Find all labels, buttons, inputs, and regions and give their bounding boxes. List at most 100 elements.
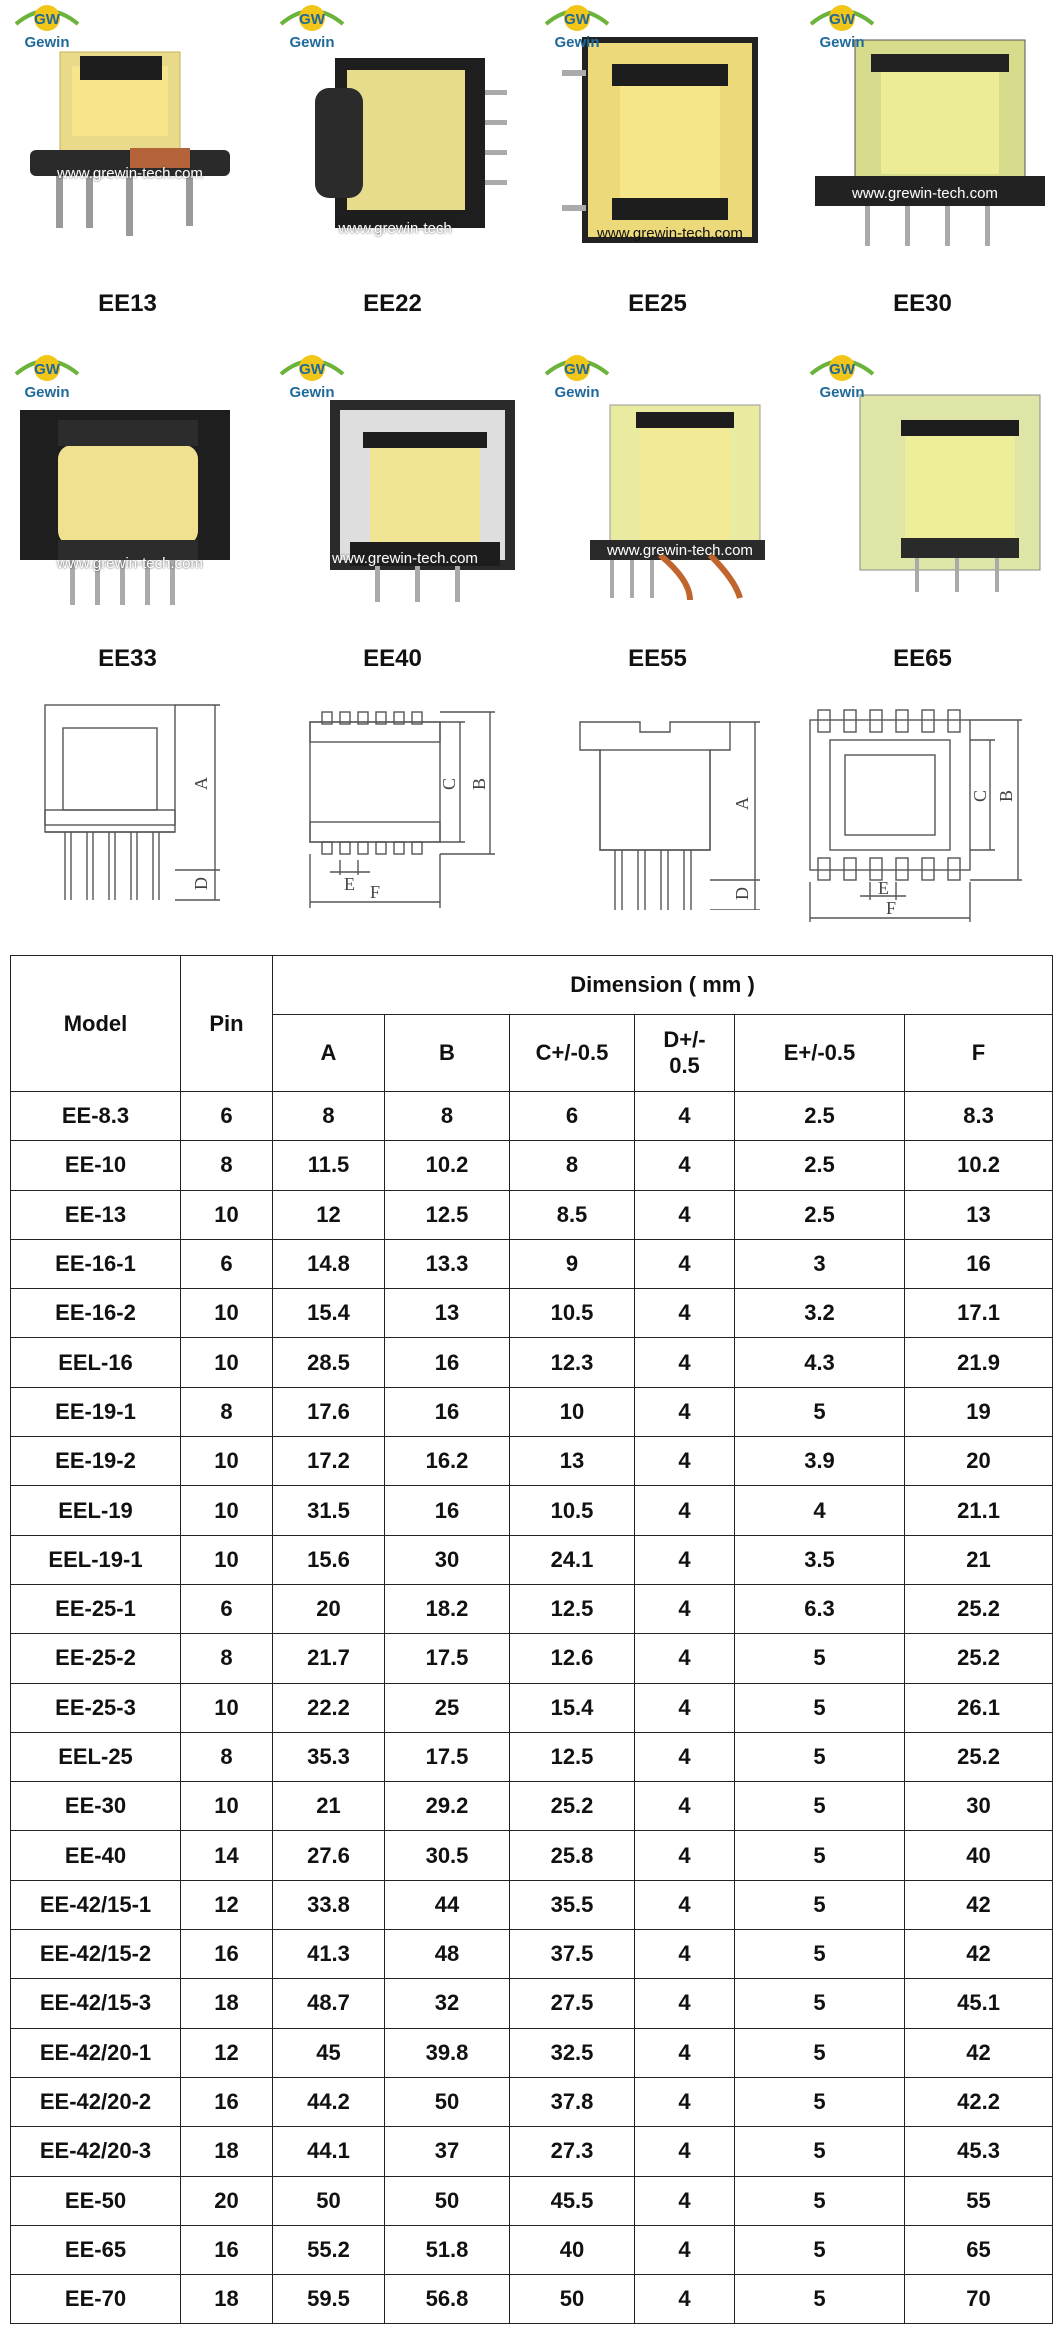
cell-e: 5	[734, 2076, 905, 2128]
cell-b: 16	[384, 1386, 510, 1438]
product-caption: EE22	[363, 290, 422, 317]
cell-e: 5	[734, 1929, 905, 1980]
cell-e: 3.9	[734, 1436, 905, 1487]
dim-label-e: E	[878, 878, 889, 898]
cell-f: 42	[903, 1929, 1054, 1980]
cell-model: EE-65	[10, 2224, 181, 2276]
cell-d: 4	[634, 1534, 735, 1585]
cell-d: 4	[634, 1238, 735, 1290]
cell-a: 11.5	[272, 1140, 385, 1191]
gewin-logo: GW Gewin	[8, 350, 86, 406]
cell-a: 17.2	[272, 1436, 385, 1487]
cell-b: 18.2	[384, 1583, 510, 1635]
cell-d: 4	[634, 2274, 735, 2325]
product-caption: EE40	[363, 645, 422, 672]
cell-model: EE-42/20-1	[10, 2027, 181, 2078]
watermark: www.grewin-tech.com	[332, 550, 478, 567]
cell-b: 13	[384, 1288, 510, 1339]
logo-text: Gewin	[819, 34, 865, 51]
gewin-logo: GW Gewin	[8, 0, 86, 56]
cell-d: 4	[634, 1781, 735, 1832]
cell-e: 5	[734, 2126, 905, 2177]
product-card-ee13: GW Gewin www.grewin-tech.com EE13	[0, 0, 255, 335]
cell-d: 4	[634, 1929, 735, 1980]
cell-pin: 16	[180, 1929, 273, 1980]
dim-label-b: B	[996, 790, 1016, 802]
cell-b: 13.3	[384, 1238, 510, 1290]
cell-e: 4	[734, 1485, 905, 1536]
cell-f: 30	[903, 1781, 1054, 1832]
cell-e: 4.3	[734, 1337, 905, 1388]
cell-e: 5	[734, 1978, 905, 2029]
cell-a: 17.6	[272, 1386, 385, 1438]
transformer-photo-ee55	[590, 404, 765, 601]
cell-a: 45	[272, 2027, 385, 2078]
cell-model: EE-19-1	[10, 1386, 181, 1438]
gewin-logo-mark-icon: GW	[544, 5, 610, 31]
dim-label-d: D	[732, 887, 752, 900]
cell-pin: 10	[180, 1534, 273, 1585]
product-card-ee25: GW Gewin www.grewin-tech.com EE25	[530, 0, 785, 335]
cell-e: 5	[734, 1386, 905, 1438]
dim-label-f: F	[370, 882, 380, 902]
cell-f: 55	[903, 2175, 1054, 2226]
gewin-logo-mark-icon: GW	[279, 5, 345, 31]
logo-text: Gewin	[554, 384, 600, 401]
product-caption: EE13	[98, 290, 157, 317]
cell-f: 13	[903, 1189, 1054, 1240]
cell-model: EEL-16	[10, 1337, 181, 1388]
gewin-logo-mark-icon: GW	[14, 5, 80, 31]
dim-label-f: F	[886, 898, 896, 918]
header-a: A	[272, 1014, 385, 1092]
header-b: B	[384, 1014, 510, 1092]
drawing-side-view-ad-alt: A D	[579, 721, 760, 910]
cell-d: 4	[634, 2224, 735, 2276]
cell-model: EE-42/15-2	[10, 1929, 181, 1980]
cell-c: 27.5	[509, 1978, 635, 2029]
cell-b: 8	[384, 1090, 510, 1142]
svg-text:GW: GW	[564, 11, 591, 28]
cell-d: 4	[634, 1090, 735, 1142]
cell-c: 12.6	[509, 1633, 635, 1684]
cell-f: 19	[903, 1386, 1054, 1438]
cell-b: 10.2	[384, 1140, 510, 1191]
transformer-photo-ee22	[315, 58, 507, 228]
cell-pin: 10	[180, 1436, 273, 1487]
cell-e: 5	[734, 2175, 905, 2226]
cell-pin: 12	[180, 2027, 273, 2078]
gewin-logo: GW Gewin	[803, 350, 881, 406]
watermark: www.grewin-tech.com	[852, 185, 998, 202]
cell-f: 40	[903, 1830, 1054, 1881]
gewin-logo: GW Gewin	[538, 0, 616, 56]
cell-a: 44.1	[272, 2126, 385, 2177]
dim-label-d: D	[191, 877, 211, 890]
cell-a: 20	[272, 1583, 385, 1635]
product-card-ee40: GW Gewin www.grewin-tech.com EE40	[265, 350, 520, 690]
cell-d: 4	[634, 1337, 735, 1388]
product-caption: EE30	[893, 290, 952, 317]
logo-text: Gewin	[819, 384, 865, 401]
transformer-photo-ee40	[330, 400, 515, 602]
cell-model: EEL-19-1	[10, 1534, 181, 1585]
cell-f: 65	[903, 2224, 1054, 2276]
gewin-logo-mark-icon: GW	[809, 5, 875, 31]
cell-a: 55.2	[272, 2224, 385, 2276]
cell-model: EE-40	[10, 1830, 181, 1881]
cell-f: 8.3	[903, 1090, 1054, 1142]
cell-c: 45.5	[509, 2175, 635, 2226]
cell-b: 16.2	[384, 1436, 510, 1487]
watermark: www.grewin-tech.com	[597, 225, 743, 242]
product-card-ee55: GW Gewin www.grewin-tech.com EE55	[530, 350, 785, 690]
cell-c: 10	[509, 1386, 635, 1438]
logo-text: Gewin	[24, 384, 70, 401]
cell-pin: 18	[180, 2126, 273, 2177]
svg-text:GW: GW	[34, 361, 61, 378]
